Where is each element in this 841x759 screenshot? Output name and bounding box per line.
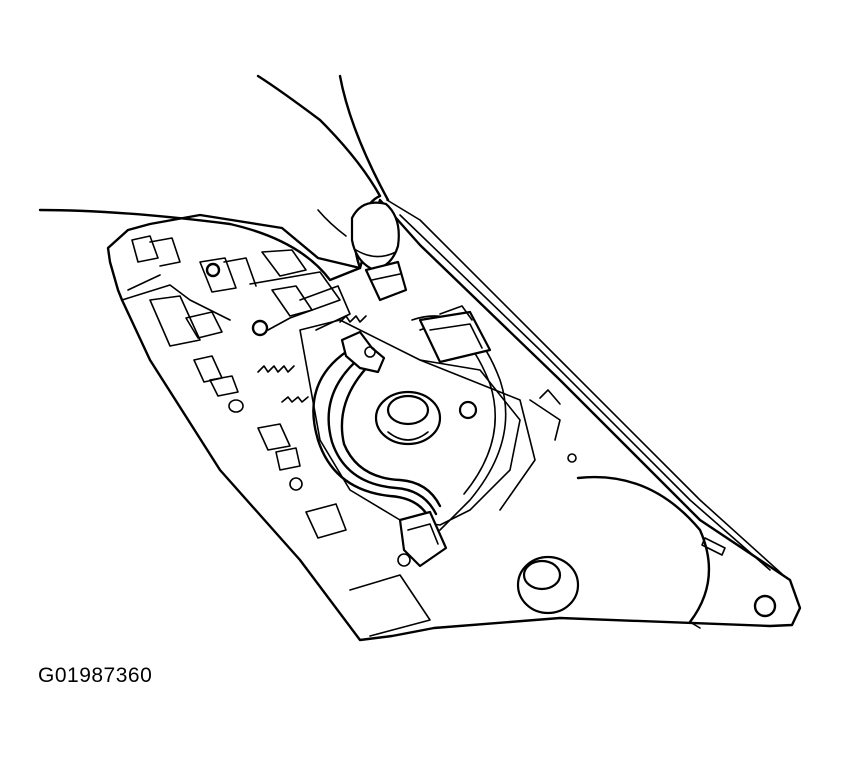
mounting-hole xyxy=(753,594,777,618)
hand xyxy=(38,74,382,282)
rear-curve xyxy=(576,475,711,624)
figure-code: G01987360 xyxy=(38,664,153,687)
panel-outline xyxy=(106,198,802,642)
switch-button xyxy=(350,201,400,272)
wire-harness xyxy=(312,346,432,522)
